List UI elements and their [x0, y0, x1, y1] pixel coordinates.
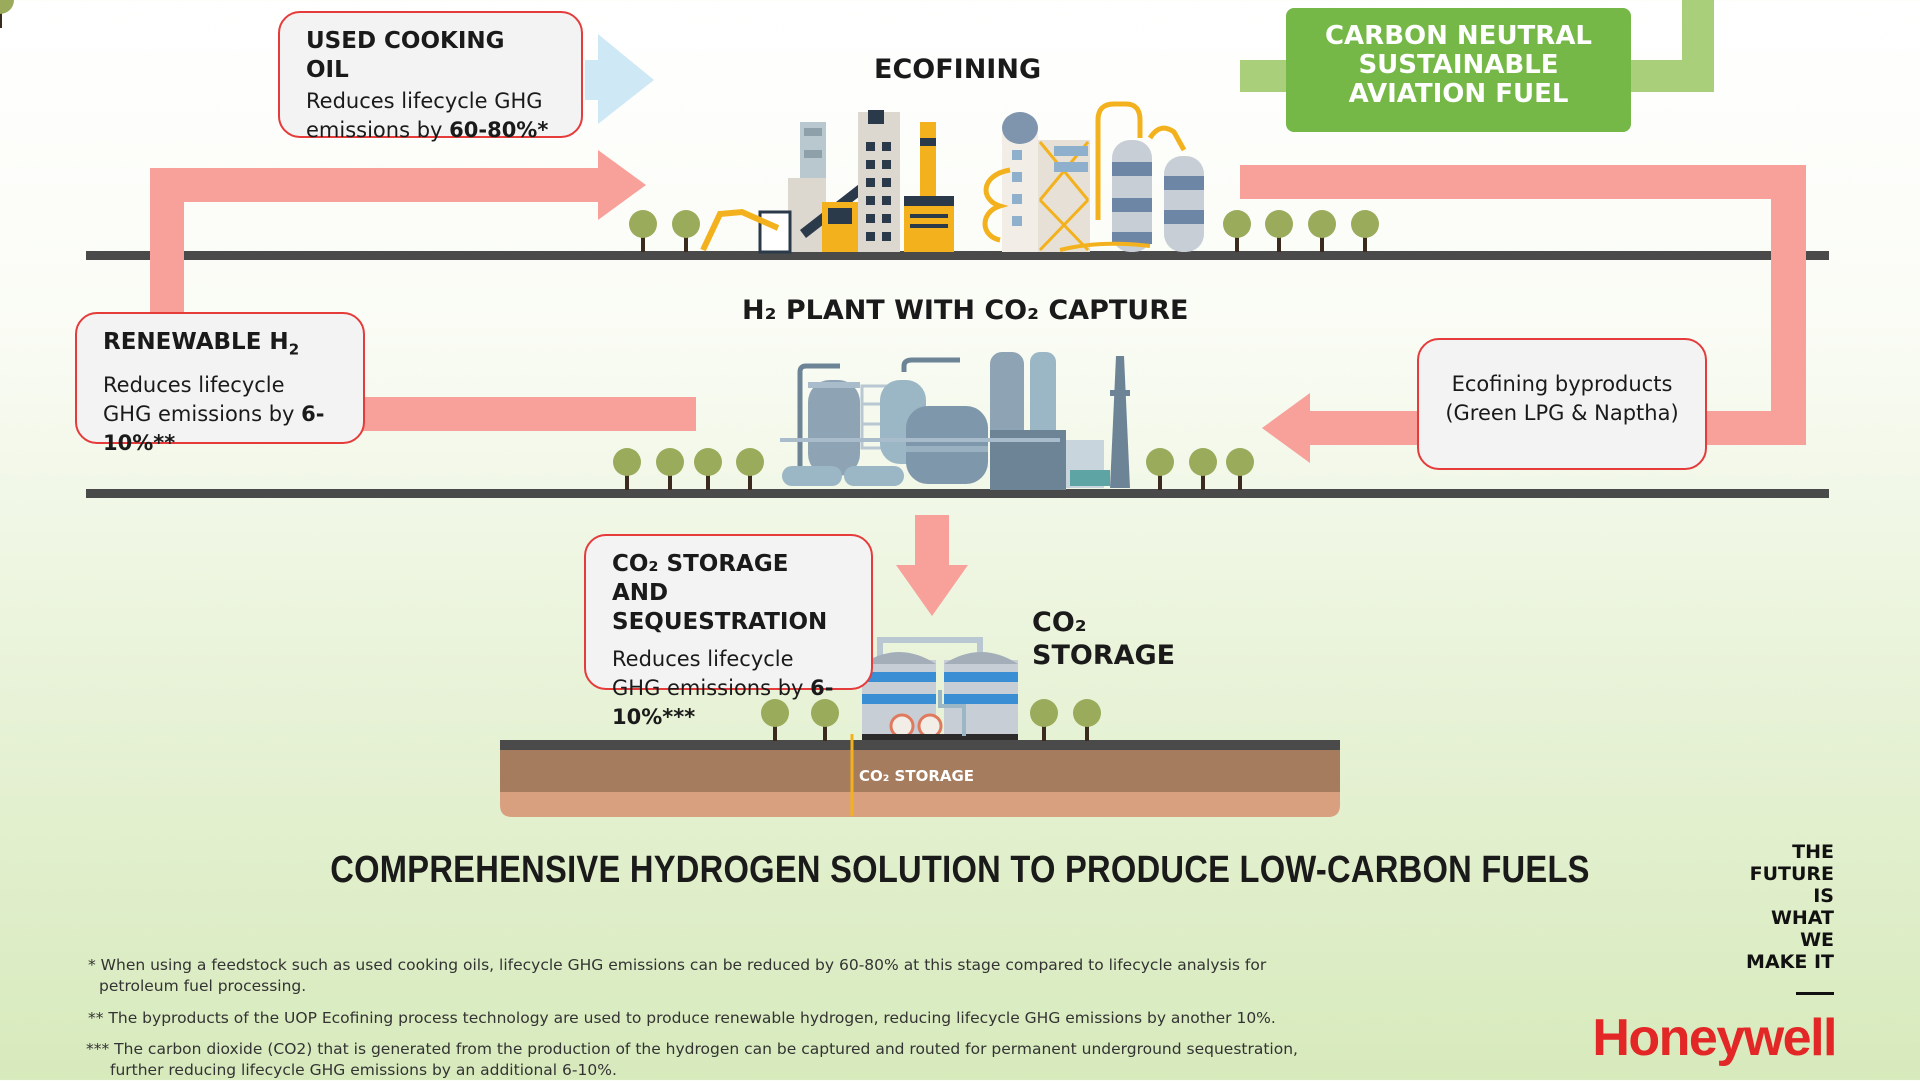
renewable-h2-title: RENEWABLE H2 — [103, 328, 337, 365]
main-title: COMPREHENSIVE HYDROGEN SOLUTION TO PRODU… — [330, 849, 1590, 891]
footnote-3: *** The carbon dioxide (CO2) that is gen… — [86, 1039, 1306, 1081]
co2-storage-title: CO₂ STORAGE AND SEQUESTRATION — [612, 551, 828, 635]
underground-strata — [500, 734, 1340, 817]
co2-storage-body-text: Reduces lifecycle GHG emissions by — [612, 647, 811, 700]
renewable-h2-body-text: Reduces lifecycle GHG emissions by — [103, 372, 302, 426]
tree — [1351, 210, 1379, 252]
tree — [761, 699, 789, 741]
tagline-divider — [1796, 992, 1834, 995]
tree — [1308, 210, 1336, 252]
trees-row-ecofining — [0, 0, 14, 28]
footnote-1-line2: petroleum fuel processing. — [99, 977, 307, 995]
h2-plant-label: H₂ PLANT WITH CO₂ CAPTURE — [742, 295, 1189, 326]
byproducts-flow-arrow — [1240, 165, 1806, 463]
renewable-h2-body: Reduces lifecycle GHG emissions by 6-10%… — [103, 371, 337, 458]
tree — [1189, 448, 1217, 490]
used-cooking-oil-body-text: Reduces lifecycle GHG emissions by — [306, 89, 543, 142]
byproducts-line2: (Green LPG & Naptha) — [1445, 401, 1679, 425]
used-cooking-oil-value: 60-80%* — [449, 118, 549, 142]
ground-co2-storage-label: CO₂ STORAGE — [859, 767, 975, 785]
ground-line-ecofining — [86, 251, 1829, 260]
renewable-h2-value: 6-10%** — [103, 401, 325, 455]
tree — [736, 448, 764, 490]
used-cooking-oil-callout: USED COOKING OIL Reduces lifecycle GHG e… — [278, 11, 583, 142]
co2-storage-value: 6-10%*** — [612, 676, 834, 729]
tagline-line-6: MAKE IT — [1746, 951, 1834, 973]
tree — [694, 448, 722, 490]
footnote-2: ** The byproducts of the UOP Ecofining p… — [88, 1009, 1276, 1027]
renewable-h2-title-subscript: 2 — [288, 340, 300, 359]
co2-storage-callout: CO₂ STORAGE AND SEQUESTRATION Reduces li… — [584, 534, 873, 729]
co2-storage-label-line1: CO₂ — [1032, 607, 1087, 638]
byproducts-callout: Ecofining byproducts (Green LPG & Naptha… — [1417, 338, 1707, 470]
saf-line1: CARBON NEUTRAL — [1324, 21, 1593, 51]
co2-down-arrow — [896, 515, 968, 616]
footnote-1: * When using a feedstock such as used co… — [88, 955, 1288, 997]
tree — [1146, 448, 1174, 490]
tagline-line-1: THE — [1792, 841, 1834, 863]
saf-box: CARBON NEUTRAL SUSTAINABLE AVIATION FUEL — [1286, 8, 1631, 132]
saf-connector — [1240, 0, 1714, 92]
tree — [656, 448, 684, 490]
used-cooking-oil-input-arrow — [585, 34, 654, 124]
ground-line-h2-plant — [86, 489, 1829, 498]
tree — [1030, 699, 1058, 741]
co2-storage-label: CO₂ STORAGE — [1032, 606, 1175, 672]
tagline-line-3: IS — [1813, 885, 1834, 907]
co2-storage-label-line2: STORAGE — [1032, 640, 1176, 671]
renewable-h2-callout: RENEWABLE H2 Reduces lifecycle GHG emiss… — [75, 312, 365, 455]
footnote-3-line2: further reducing lifecycle GHG emissions… — [110, 1061, 617, 1079]
saf-line2: SUSTAINABLE — [1358, 50, 1559, 80]
tree — [672, 210, 700, 252]
co2-storage-tanks-illustration — [862, 637, 1018, 742]
tree — [613, 448, 641, 490]
tree — [1073, 699, 1101, 741]
tagline: THE FUTURE IS WHAT WE MAKE IT — [1746, 841, 1834, 973]
ecofining-refinery-illustration — [700, 101, 1204, 254]
tagline-line-5: WE — [1800, 929, 1834, 951]
used-cooking-oil-body: Reduces lifecycle GHG emissions by 60-80… — [306, 87, 555, 145]
tree — [1226, 448, 1254, 490]
tree — [1265, 210, 1293, 252]
tree — [811, 699, 839, 741]
h2-plant-illustration — [780, 352, 1130, 490]
tagline-line-2: FUTURE — [1749, 863, 1834, 885]
renewable-h2-flow-arrow — [150, 150, 696, 431]
honeywell-logo: Honeywell — [1592, 1009, 1837, 1067]
used-cooking-oil-title: USED COOKING OIL — [306, 28, 505, 83]
tree — [1223, 210, 1251, 252]
footnote-1-line1: * When using a feedstock such as used co… — [88, 956, 1267, 974]
renewable-h2-title-text: RENEWABLE H — [103, 329, 289, 355]
footnote-3-line1: *** The carbon dioxide (CO2) that is gen… — [86, 1040, 1298, 1058]
ecofining-label: ECOFINING — [874, 54, 1042, 85]
co2-storage-body: Reduces lifecycle GHG emissions by 6-10%… — [612, 645, 845, 732]
saf-line3: AVIATION FUEL — [1348, 79, 1569, 109]
tree — [629, 210, 657, 252]
tagline-line-4: WHAT — [1770, 907, 1834, 929]
byproducts-line1: Ecofining byproducts — [1451, 372, 1673, 396]
